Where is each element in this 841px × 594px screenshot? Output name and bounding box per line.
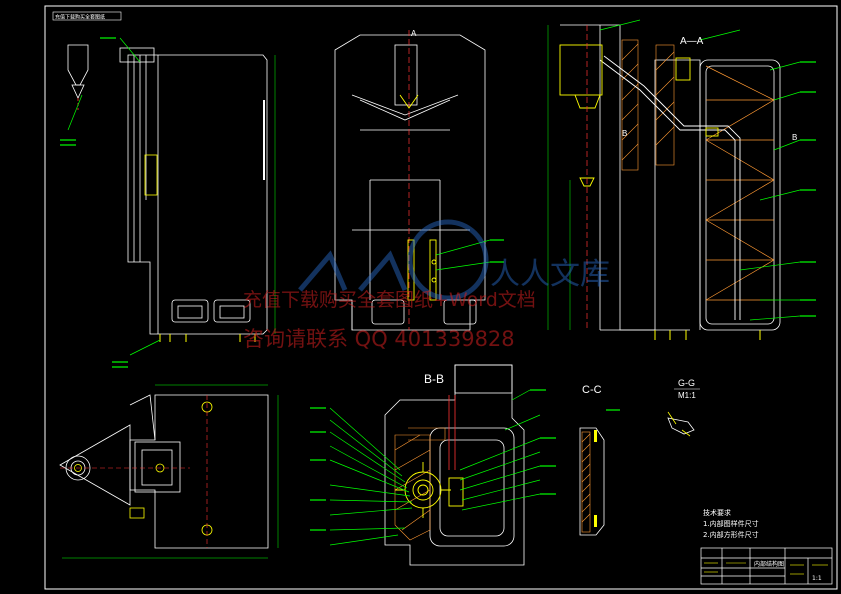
plan-view	[59, 394, 269, 549]
section-bb-pipe	[448, 395, 456, 470]
technical-note-2: 2.内部方形件尺寸	[703, 531, 759, 539]
front-elevation-view	[334, 34, 486, 331]
title-block-title: 内部结构图	[754, 560, 784, 568]
plan-view-holes	[74, 401, 213, 536]
logo-text: 人人文库	[490, 257, 610, 292]
section-cc-inserts	[594, 430, 597, 527]
left-view-bolts	[159, 334, 256, 342]
section-bb-leaders	[329, 389, 541, 546]
section-cc-view	[579, 427, 605, 536]
plan-view-dimensions	[62, 384, 279, 559]
section-aa-dimensions	[547, 25, 571, 330]
section-bb-gear	[395, 462, 464, 518]
section-aa-leaders	[599, 19, 801, 321]
section-cc-hatch	[581, 431, 591, 533]
left-view-leaders	[67, 37, 161, 356]
title-block-scale: 1:1	[812, 575, 822, 582]
section-label-gg: G-G	[678, 378, 695, 388]
drawing-frame	[44, 5, 838, 590]
section-bb-hatch	[394, 427, 446, 541]
title-block-fill	[704, 562, 828, 575]
section-label-bb: B-B	[424, 372, 444, 386]
watermark-download-text: 充值下载购买全套图纸+Word文档	[243, 289, 536, 311]
detail-gg-view	[667, 417, 695, 435]
section-aa-hatch	[621, 39, 675, 171]
plan-view-centerlines	[60, 395, 208, 548]
left-elevation-view	[67, 44, 268, 335]
logo-watermark: 人人文库	[298, 219, 610, 301]
technical-note-1: 1.内部图样件尺寸	[703, 520, 759, 528]
section-label-aa: A—A	[680, 36, 704, 47]
front-view-leaders	[435, 239, 491, 271]
section-label-cc: C-C	[582, 384, 602, 396]
view-marker-b-left: B	[622, 129, 627, 138]
view-marker-b-right: B	[792, 133, 797, 142]
callout-ticks	[60, 37, 816, 531]
view-marker-a: A	[411, 29, 417, 38]
title-block	[700, 547, 833, 585]
section-aa-pipe	[599, 55, 741, 320]
watermark-contact-text: 咨询请联系 QQ 401339828	[243, 327, 515, 351]
title-stamp-text: 充值下载购买全套图纸	[55, 14, 105, 21]
section-aa-hoist	[559, 44, 719, 187]
detail-gg-hatch	[667, 411, 691, 437]
detail-gg-scale: M1:1	[678, 391, 696, 400]
technical-notes-heading: 技术要求	[703, 509, 731, 517]
technical-notes: 技术要求 1.内部图样件尺寸 2.内部方形件尺寸	[703, 508, 759, 541]
front-view-fasteners	[399, 94, 437, 301]
title-stamp-box	[52, 11, 122, 21]
section-aa-bolts	[654, 330, 761, 340]
